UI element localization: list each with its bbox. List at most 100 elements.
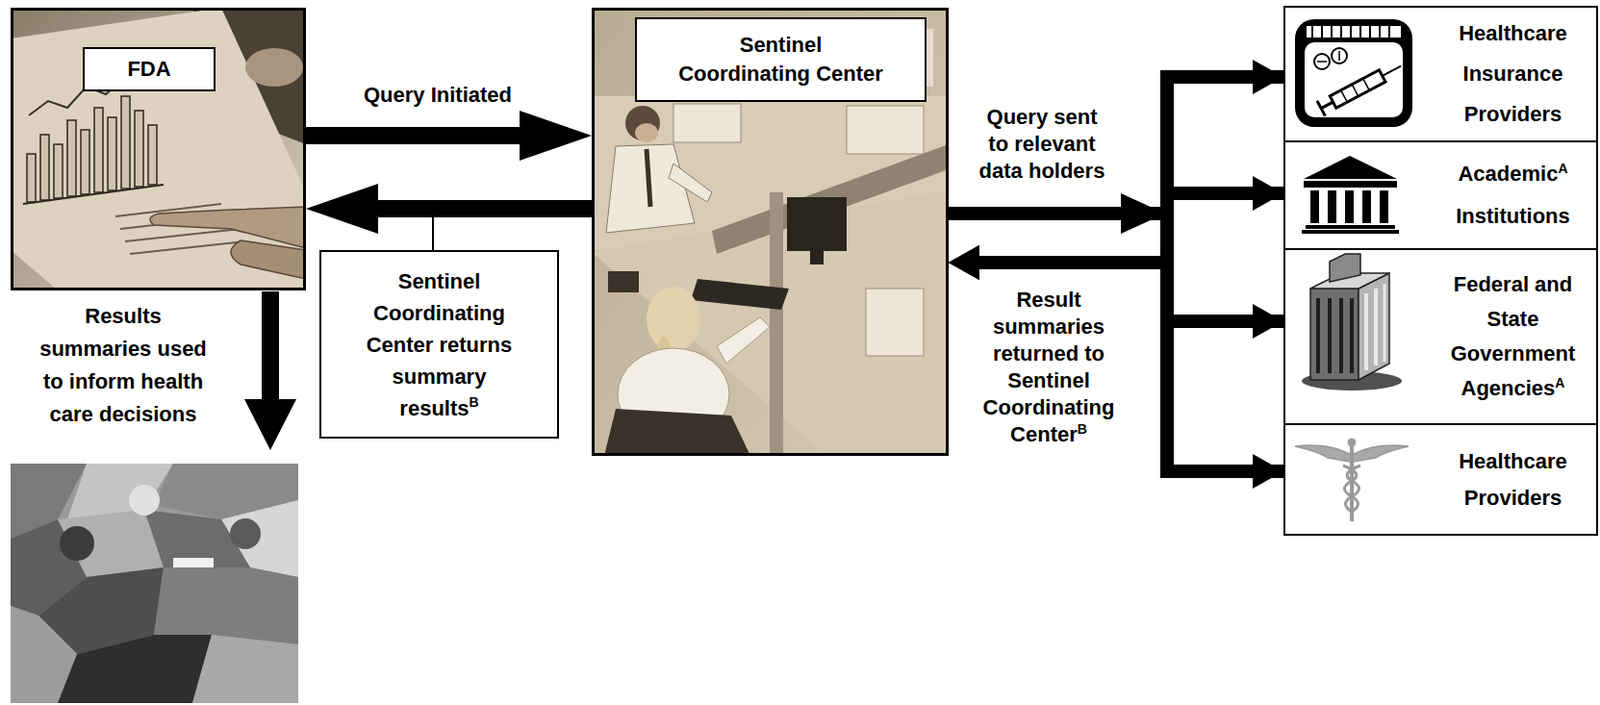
office-photo xyxy=(591,7,949,457)
chart-photo xyxy=(125,228,241,242)
arrow-shaft xyxy=(976,262,1284,472)
insurance-icon xyxy=(1317,101,1325,117)
office-photo xyxy=(604,408,751,457)
caduceus-icon xyxy=(1295,445,1350,462)
insurance-icon xyxy=(1341,90,1348,102)
chart-photo xyxy=(67,120,77,197)
insurance-icon xyxy=(1314,53,1330,70)
leader-line xyxy=(431,217,434,251)
insurance-icon xyxy=(1304,42,1403,118)
office-photo xyxy=(787,197,847,252)
chart-photo xyxy=(134,110,144,187)
government-building-icon xyxy=(1310,288,1359,381)
institution-icon xyxy=(1303,155,1397,179)
institution-icon xyxy=(1345,190,1354,224)
arrow-head xyxy=(948,245,980,280)
chart-photo xyxy=(245,48,304,87)
office-photo xyxy=(591,7,949,457)
government-building-icon xyxy=(1339,298,1344,374)
government-building-icon xyxy=(1383,283,1387,362)
chart-photo xyxy=(26,153,36,203)
meeting-mosaic xyxy=(192,634,299,704)
institution-icon xyxy=(1301,229,1399,234)
chart-photo xyxy=(121,96,130,189)
insurance-icon xyxy=(1331,48,1347,64)
data-holder-box: Healthcare Insurance Providers xyxy=(1283,5,1599,143)
arrow-shaft xyxy=(976,193,1284,263)
flow-arrow xyxy=(948,245,1284,472)
arrow-shaft xyxy=(371,200,593,218)
flow-arrow xyxy=(305,110,592,161)
flow-arrow xyxy=(305,183,592,234)
meeting-mosaic xyxy=(128,484,160,516)
insurance-icon xyxy=(1349,25,1352,38)
office-photo xyxy=(634,123,659,143)
office-photo xyxy=(716,317,770,364)
caduceus-icon xyxy=(1295,438,1409,522)
callout-box: Sentinel Coordinating Center returns sum… xyxy=(319,250,559,439)
node-text-block: Sentinel Coordinating Center returns sum… xyxy=(356,265,523,425)
chart-photo xyxy=(150,206,306,249)
down-arrow xyxy=(261,291,280,402)
insurance-icon xyxy=(1359,25,1362,38)
office-photo xyxy=(608,271,639,293)
arrow-shaft xyxy=(948,213,1256,472)
down-arrow xyxy=(244,399,297,451)
node-text-block: AcademicAInstitutions xyxy=(1430,152,1597,238)
flow-arrow xyxy=(948,213,1284,489)
office-photo xyxy=(646,149,651,207)
agency-photo-frame: FDA xyxy=(10,7,306,291)
chart-photo xyxy=(10,7,306,291)
government-building-icon xyxy=(1327,298,1332,374)
arrow-head xyxy=(519,110,592,161)
node-text-block: Healthcare Providers xyxy=(1430,443,1597,517)
edge-label: Query sent to relevant data holders xyxy=(979,104,1106,183)
office-photo xyxy=(846,105,924,154)
meeting-mosaic xyxy=(10,463,299,704)
node-text: Sentinel Coordinating Center returns sum… xyxy=(366,269,513,421)
coordinating-center-photo-frame: Sentinel Coordinating Center xyxy=(591,7,949,457)
insurance-icon xyxy=(1311,25,1314,38)
insurance-icon xyxy=(1369,25,1372,38)
title-label-box: Sentinel Coordinating Center xyxy=(634,17,927,102)
chart-photo xyxy=(23,184,164,204)
chart-photo xyxy=(148,125,157,185)
chart-photo xyxy=(230,240,306,280)
arrow-head xyxy=(948,245,980,280)
insurance-icon xyxy=(1306,25,1401,38)
node-text: Academic xyxy=(1457,161,1558,186)
edge-label-box: Query Initiated xyxy=(312,82,563,108)
institution-icon xyxy=(1301,155,1399,234)
arrow-head xyxy=(948,245,980,280)
government-building-icon xyxy=(1373,288,1378,366)
institution-icon xyxy=(1305,225,1396,229)
chart-photo xyxy=(40,134,50,201)
meeting-mosaic xyxy=(67,463,174,520)
government-building-icon xyxy=(1358,273,1390,381)
office-photo xyxy=(591,190,949,457)
government-building-icon xyxy=(1316,298,1321,374)
meeting-mosaic xyxy=(57,634,212,704)
edge-label-box: Result summaries returned to Sentinel Co… xyxy=(979,286,1119,449)
superscript-note: B xyxy=(469,394,480,410)
insurance-icon xyxy=(1317,58,1405,117)
title-label-box: FDA xyxy=(82,47,216,92)
insurance-icon xyxy=(1295,19,1413,127)
edge-label: Query Initiated xyxy=(363,82,512,107)
edge-label-box: Query sent to relevant data holders xyxy=(975,103,1109,185)
caduceus-icon xyxy=(1346,465,1362,512)
insurance-icon xyxy=(1295,19,1413,127)
office-photo xyxy=(865,288,924,356)
node-text-block: Sentinel Coordinating Center xyxy=(674,30,889,89)
insurance-icon xyxy=(1351,84,1359,97)
insurance-icon xyxy=(1330,25,1333,38)
caduceus-icon xyxy=(1353,445,1409,462)
office-photo xyxy=(769,192,784,457)
arrow-head xyxy=(305,183,379,234)
data-holder-box: Federal and State Government AgenciesA xyxy=(1283,248,1599,426)
insurance-icon xyxy=(1378,25,1381,38)
government-building-icon xyxy=(1349,298,1354,374)
arrow-shaft xyxy=(305,126,528,145)
chart-photo xyxy=(53,144,63,199)
